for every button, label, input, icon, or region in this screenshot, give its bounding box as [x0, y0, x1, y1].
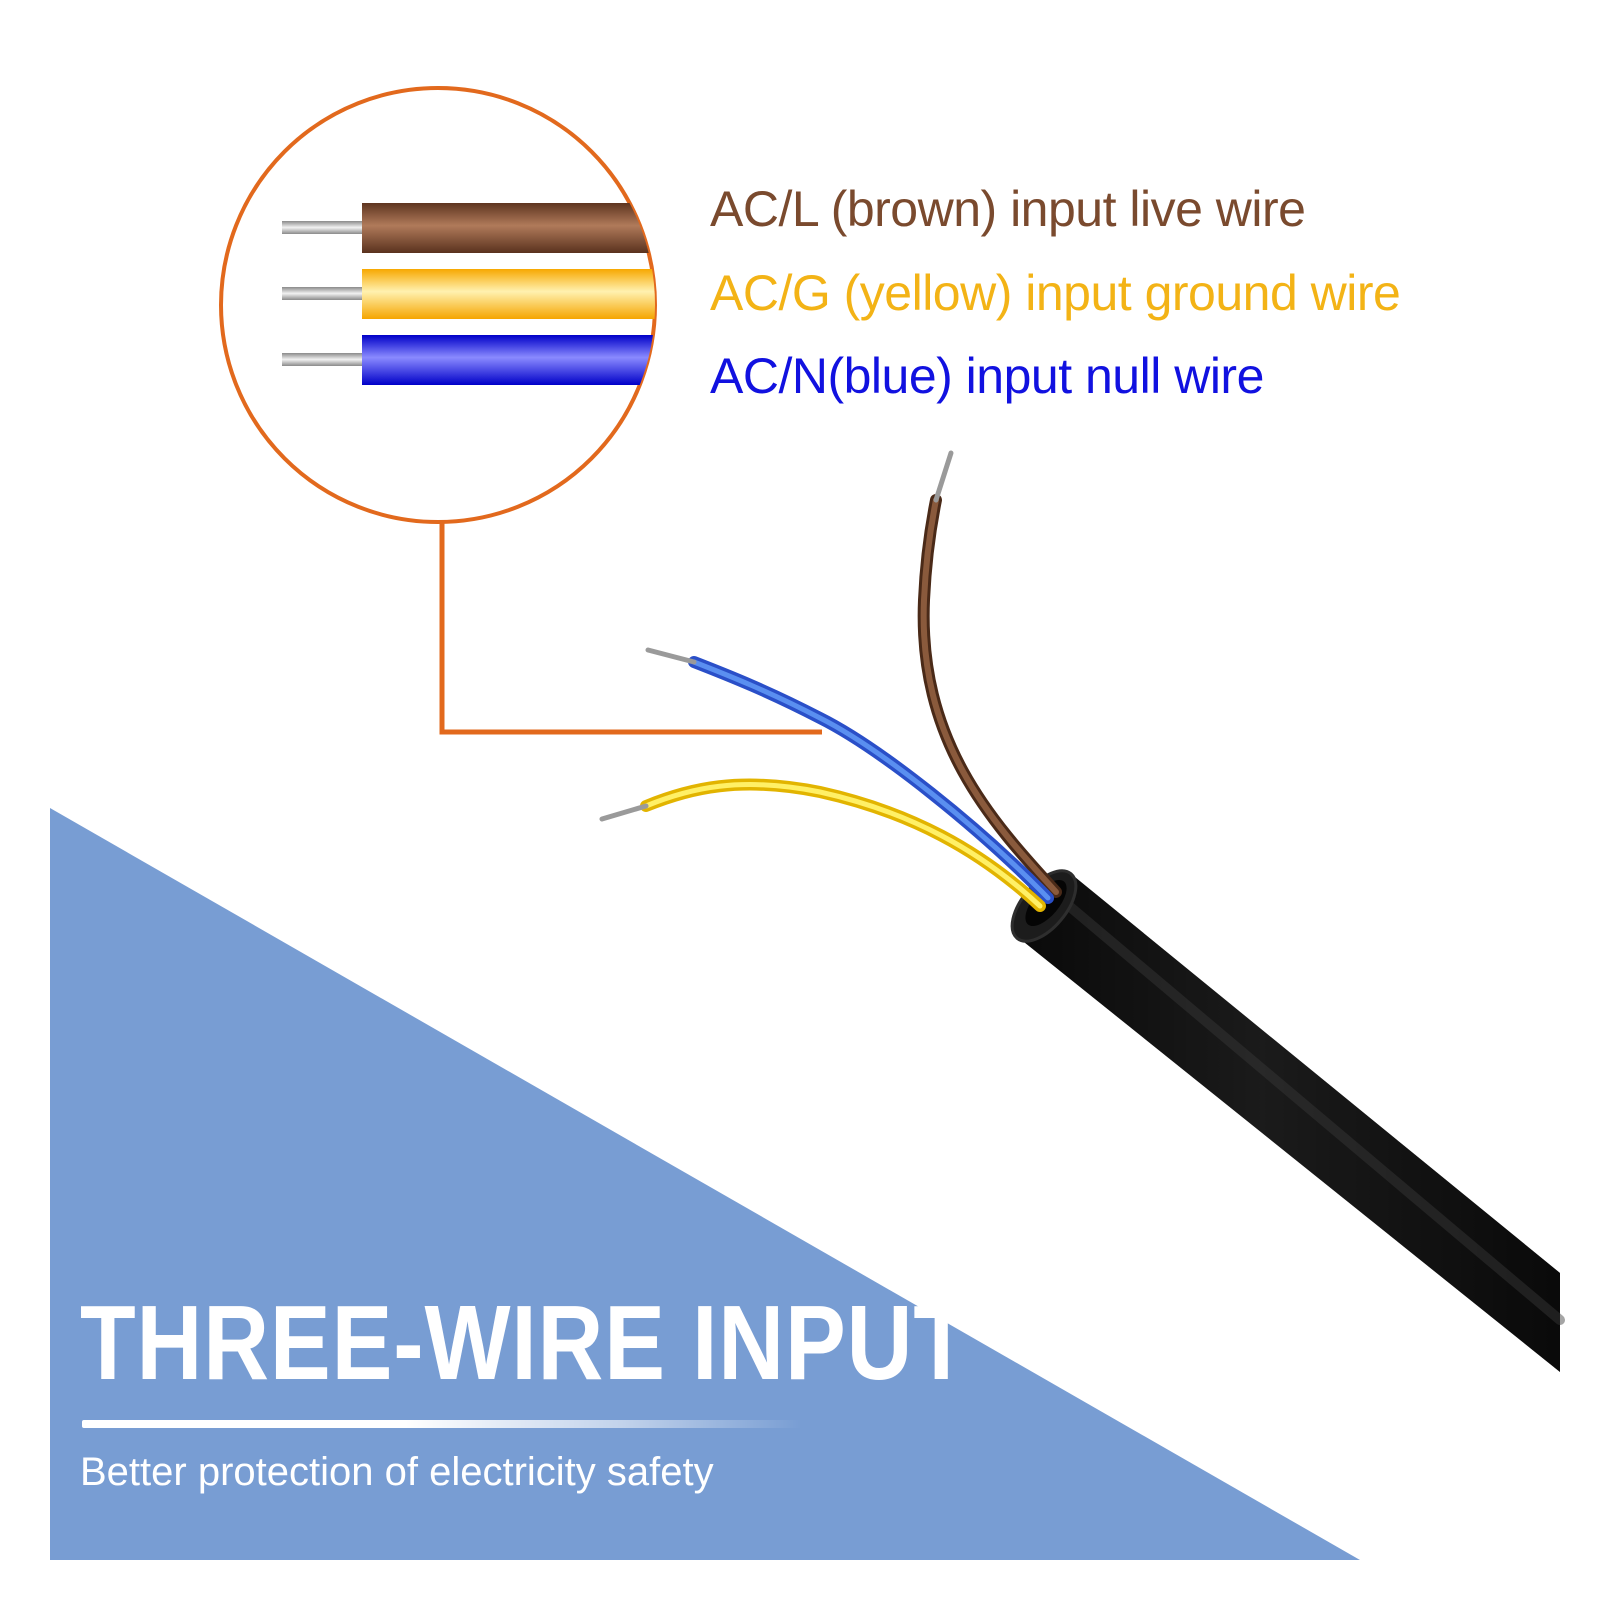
loose-wire-yellow-tip — [599, 803, 649, 822]
banner-triangle — [50, 808, 1360, 1560]
loose-wire-brown-tip — [933, 450, 954, 503]
legend-label-ground-wire: AC/G (yellow) input ground wire — [710, 265, 1401, 321]
banner-headline: THREE-WIRE INPUT — [80, 1284, 970, 1402]
wire-segment-brown — [362, 203, 655, 253]
wire-segment-yellow — [362, 269, 655, 319]
black-cable — [1010, 869, 1565, 1372]
magnified-wire-callout — [219, 86, 657, 524]
wire-segment-blue — [362, 335, 655, 385]
copper-tip-yellow — [282, 287, 362, 300]
legend-label-null-wire: AC/N(blue) input null wire — [710, 348, 1264, 404]
copper-tip-blue — [282, 353, 362, 366]
callout-connector — [439, 520, 822, 735]
copper-tip-brown — [282, 221, 362, 234]
headline-underline — [82, 1420, 802, 1428]
legend-label-live-wire: AC/L (brown) input live wire — [710, 181, 1306, 237]
loose-wires — [599, 450, 1062, 912]
banner-subtitle: Better protection of electricity safety — [80, 1450, 714, 1494]
loose-wire-blue-tip — [645, 647, 697, 665]
